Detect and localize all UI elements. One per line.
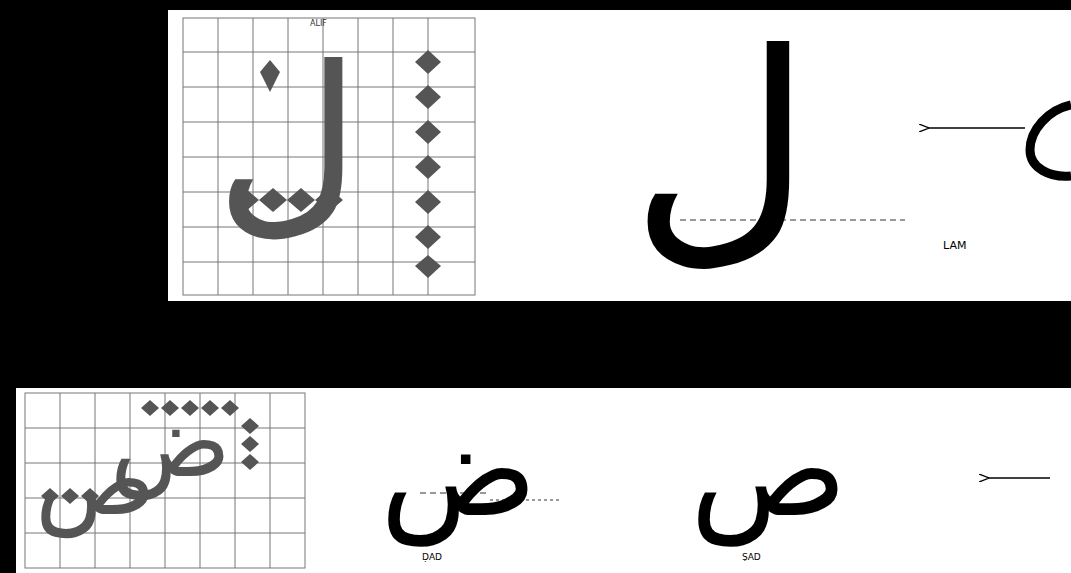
bottom-grid (25, 393, 305, 568)
top-grid (183, 18, 475, 295)
letter-name: LAM (943, 240, 966, 251)
arrow (988, 477, 1050, 478)
calligraphy-letter: ض (380, 405, 537, 535)
bottom-panel (16, 388, 1071, 573)
calligraphy-letter: ص (690, 405, 847, 535)
letter-name: ḌAD (422, 553, 442, 562)
arrow (928, 127, 1025, 128)
top-panel (168, 10, 1071, 301)
partial-letter (1030, 105, 1071, 176)
letter-name: ṢAD (742, 553, 761, 562)
calligraphy-letter: ل (630, 20, 812, 270)
letter-name: ALIF (310, 20, 327, 28)
grid-letter: ص (35, 430, 156, 530)
grid-letter: ل (215, 40, 360, 240)
